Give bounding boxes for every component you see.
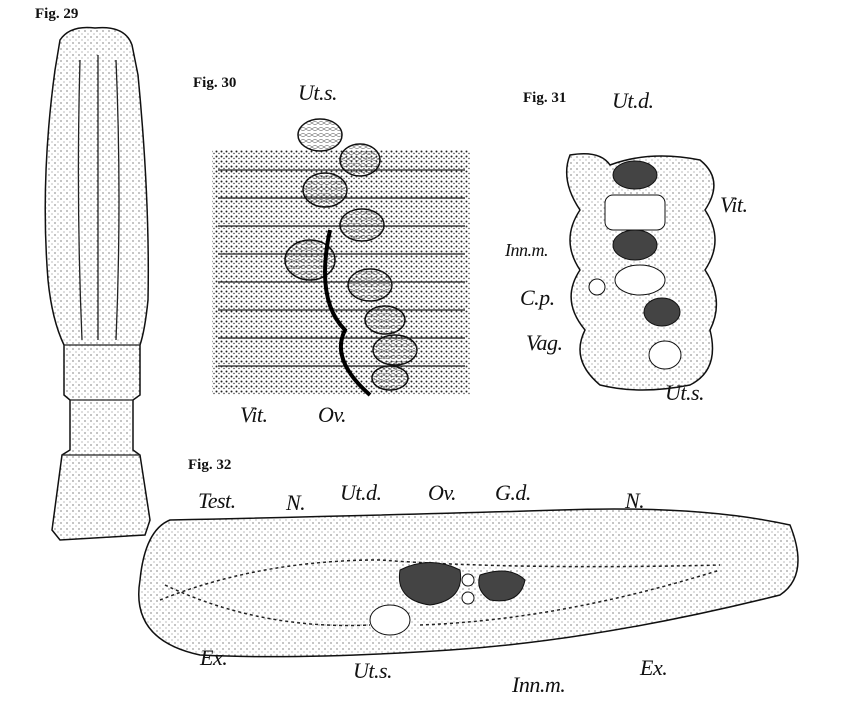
fig31-title: Fig. 31: [523, 90, 567, 106]
fig29-title: Fig. 29: [35, 6, 79, 22]
fig30-label-ov: Ov.: [318, 402, 347, 427]
fig32-section-drawing: [138, 508, 799, 658]
fig32-label-utd: Ut.d.: [340, 480, 382, 505]
fig32-label-ex1: Ex.: [200, 645, 228, 670]
fig31-label-innm: Inn.m.: [505, 240, 549, 260]
fig32-title: Fig. 32: [188, 457, 232, 473]
fig31-label-uts: Ut.s.: [665, 380, 705, 405]
fig31-label-vag: Vag.: [526, 330, 563, 355]
fig32-label-ex2: Ex.: [640, 655, 668, 680]
fig32-label-test: Test.: [198, 488, 236, 513]
fig31-label-cp: C.p.: [520, 285, 555, 310]
fig29-worm-drawing: [44, 26, 151, 541]
fig30-label-uts: Ut.s.: [298, 80, 338, 105]
fig32-label-innm: Inn.m.: [512, 672, 566, 697]
fig32-label-ov: Ov.: [428, 480, 457, 505]
fig30-title: Fig. 30: [193, 75, 237, 91]
fig30-section-drawing: [212, 118, 470, 397]
fig32-label-n2: N.: [625, 488, 645, 513]
fig30-label-vit: Vit.: [240, 402, 268, 427]
fig31-label-utd: Ut.d.: [612, 88, 654, 113]
fig32-label-gd: G.d.: [495, 480, 531, 505]
fig31-label-vit: Vit.: [720, 192, 748, 217]
fig32-label-n1: N.: [286, 490, 306, 515]
fig32-label-uts: Ut.s.: [353, 658, 393, 683]
fig31-section-drawing: [565, 153, 718, 391]
